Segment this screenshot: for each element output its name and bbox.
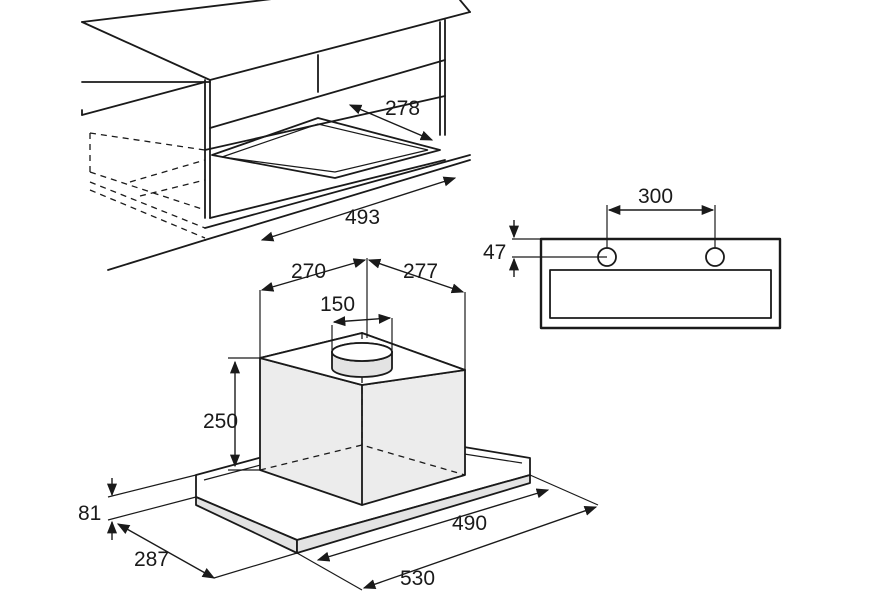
dimension-frame-depth: 287 bbox=[116, 523, 298, 579]
label-frame-height: 81 bbox=[78, 502, 101, 525]
dimension-cabinet-depth: 278 bbox=[348, 97, 434, 141]
cabinet-drawing bbox=[81, 0, 471, 271]
label-duct-right: 277 bbox=[403, 260, 438, 283]
label-cabinet-width: 493 bbox=[345, 206, 380, 229]
label-rear-spacing: 300 bbox=[638, 185, 673, 208]
label-frame-depth: 287 bbox=[134, 548, 169, 571]
label-body-width: 490 bbox=[452, 512, 487, 535]
dimension-rear-spacing: 300 bbox=[607, 185, 715, 216]
dimension-frame-height: 81 bbox=[78, 474, 197, 540]
dimension-rear-offset: 47 bbox=[483, 220, 520, 277]
dimension-body-height: 250 bbox=[203, 357, 260, 471]
label-cabinet-depth: 278 bbox=[385, 97, 420, 120]
dimension-cabinet-width: 493 bbox=[260, 176, 457, 242]
dimension-frame-width: 530 bbox=[296, 505, 598, 591]
dimension-duct-offsets: 270 277 bbox=[259, 258, 466, 370]
label-rear-offset: 47 bbox=[483, 241, 506, 264]
label-duct-diameter: 150 bbox=[320, 293, 355, 316]
label-duct-left: 270 bbox=[291, 260, 326, 283]
label-body-height: 250 bbox=[203, 410, 238, 433]
dimension-duct-diameter: 150 bbox=[320, 293, 393, 350]
label-frame-width: 530 bbox=[400, 567, 435, 590]
rear-view-drawing bbox=[512, 205, 782, 330]
